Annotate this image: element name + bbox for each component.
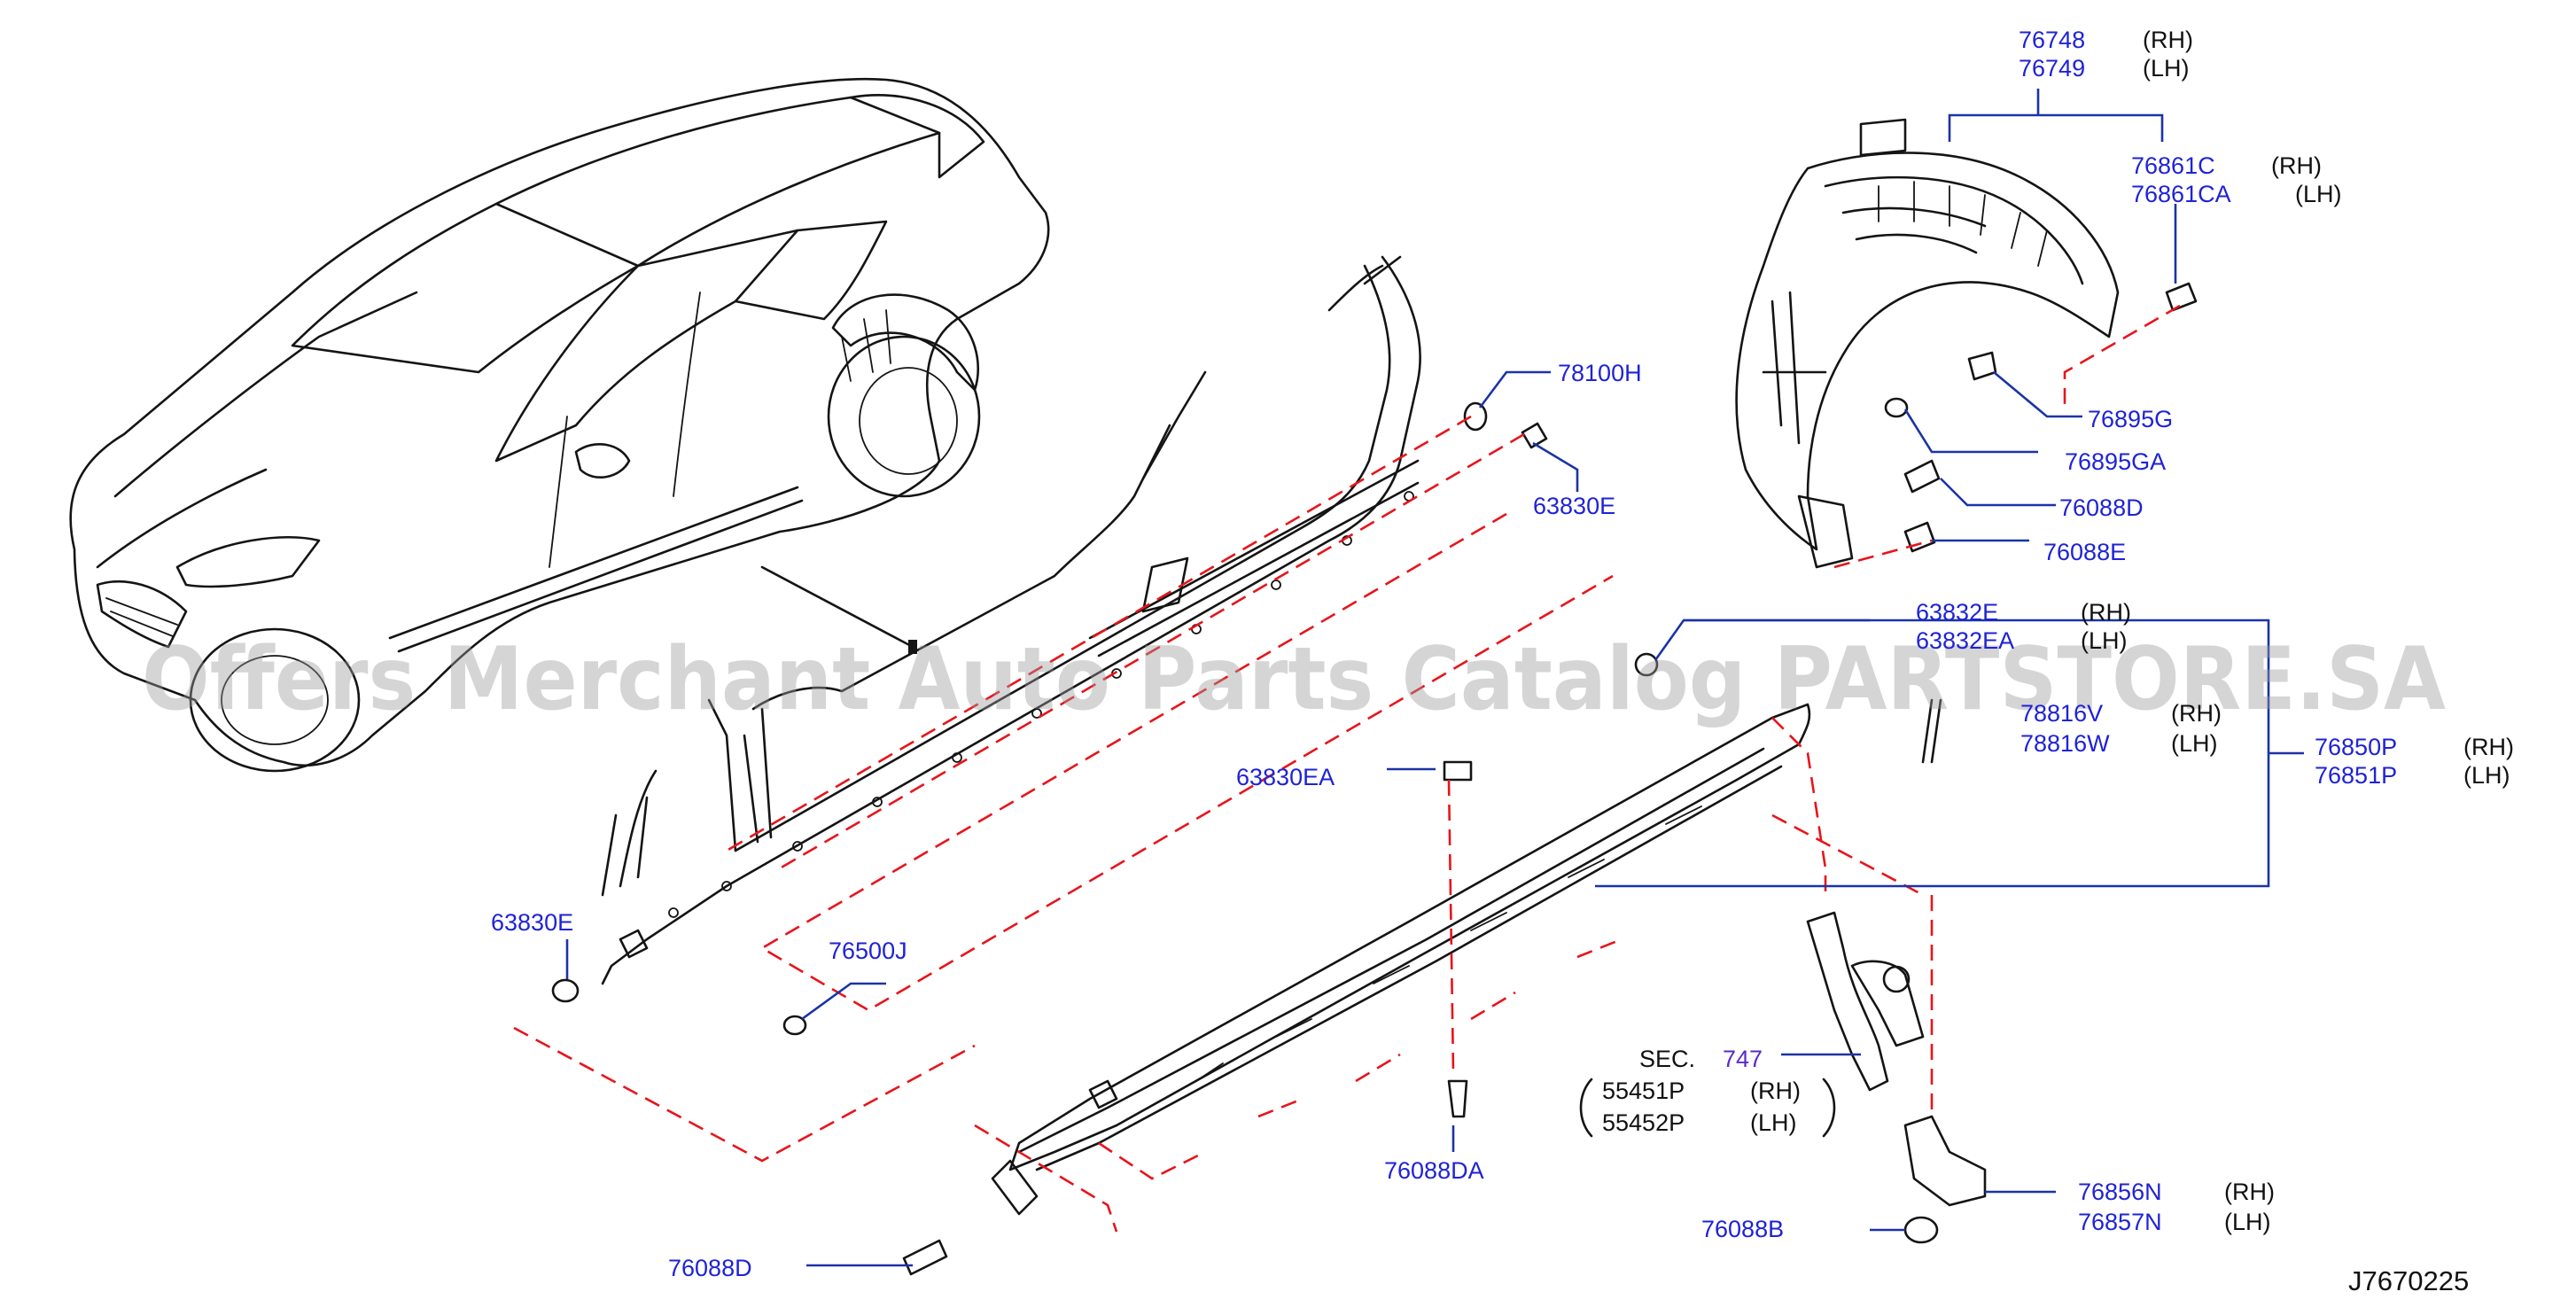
callout-76861C[interactable]: 76861C: [2131, 152, 2215, 179]
callout-63830E-left[interactable]: 63830E: [491, 909, 573, 936]
callout-76500J[interactable]: 76500J: [829, 938, 907, 964]
callout-76088D-top[interactable]: 76088D: [2059, 494, 2144, 521]
bracket-close-paren: [1822, 1078, 1836, 1138]
callout-63832EA-side: (LH): [2081, 627, 2128, 654]
vehicle-overview-illustration: [69, 77, 1050, 773]
watermark-text: Offers Merchant Auto Parts Catalog PARTS…: [142, 629, 2446, 730]
callout-63832E[interactable]: 63832E: [1916, 599, 1998, 626]
diagram-id: J7670225: [2348, 1265, 2469, 1296]
callout-76850P-side: (RH): [2463, 734, 2514, 760]
callout-76861CA-side: (LH): [2295, 181, 2342, 207]
callout-labels: 76748 (RH) 76749 (LH) 76861C (RH) 76861C…: [491, 27, 2514, 1296]
callout-76856N-side: (RH): [2224, 1179, 2275, 1205]
callout-78816V[interactable]: 78816V: [2020, 700, 2103, 727]
callout-76088E[interactable]: 76088E: [2043, 539, 2126, 565]
fasteners: [551, 282, 2198, 1276]
bracket-open-paren: [1579, 1078, 1593, 1138]
callout-55452P-side: (LH): [1750, 1109, 1797, 1136]
callout-76851P-side: (LH): [2463, 762, 2510, 789]
leader-lines: [565, 89, 2304, 1267]
callout-76088B[interactable]: 76088B: [1701, 1216, 1784, 1242]
sec-ref-747[interactable]: 747: [1723, 1046, 1763, 1072]
callout-76850P[interactable]: 76850P: [2315, 734, 2397, 760]
callout-76088DA[interactable]: 76088DA: [1384, 1157, 1484, 1184]
callout-76861CA[interactable]: 76861CA: [2131, 181, 2231, 207]
callout-78816W[interactable]: 78816W: [2020, 730, 2110, 757]
callout-55452P[interactable]: 55452P: [1602, 1109, 1685, 1136]
callout-76895GA[interactable]: 76895GA: [2065, 448, 2166, 475]
callout-76088D-bottom[interactable]: 76088D: [668, 1255, 752, 1281]
callout-78816W-side: (LH): [2171, 730, 2218, 757]
sill-brackets-illustration: [1806, 911, 1987, 1207]
callout-63830EA[interactable]: 63830EA: [1236, 764, 1335, 790]
callout-63832EA[interactable]: 63832EA: [1916, 627, 2014, 654]
callout-76895G[interactable]: 76895G: [2088, 406, 2173, 432]
callout-76851P[interactable]: 76851P: [2315, 762, 2397, 789]
sec-label: SEC.: [1639, 1046, 1695, 1072]
callout-76861C-side: (RH): [2271, 152, 2322, 179]
callout-76749[interactable]: 76749: [2019, 55, 2085, 82]
callout-76748-side: (RH): [2143, 27, 2193, 53]
callout-76749-side: (LH): [2143, 55, 2190, 82]
callout-55451P[interactable]: 55451P: [1602, 1078, 1685, 1104]
callout-78100H[interactable]: 78100H: [1558, 360, 1642, 386]
callout-63832E-side: (RH): [2081, 599, 2131, 626]
side-sill-cover-illustration: [991, 703, 1811, 1216]
callout-76748[interactable]: 76748: [2019, 27, 2085, 53]
fitment-dashed-lines: [513, 304, 2181, 1233]
callout-78816V-side: (RH): [2171, 700, 2222, 727]
callout-76856N[interactable]: 76856N: [2078, 1179, 2162, 1205]
callout-76857N[interactable]: 76857N: [2078, 1209, 2162, 1235]
callout-63830E-top[interactable]: 63830E: [1533, 493, 1615, 519]
body-side-panel-illustration: [601, 255, 1421, 985]
callout-76857N-side: (LH): [2224, 1209, 2271, 1235]
rear-wheel-arch-liner-illustration: [1735, 118, 2120, 569]
callout-55451P-side: (RH): [1750, 1078, 1801, 1104]
